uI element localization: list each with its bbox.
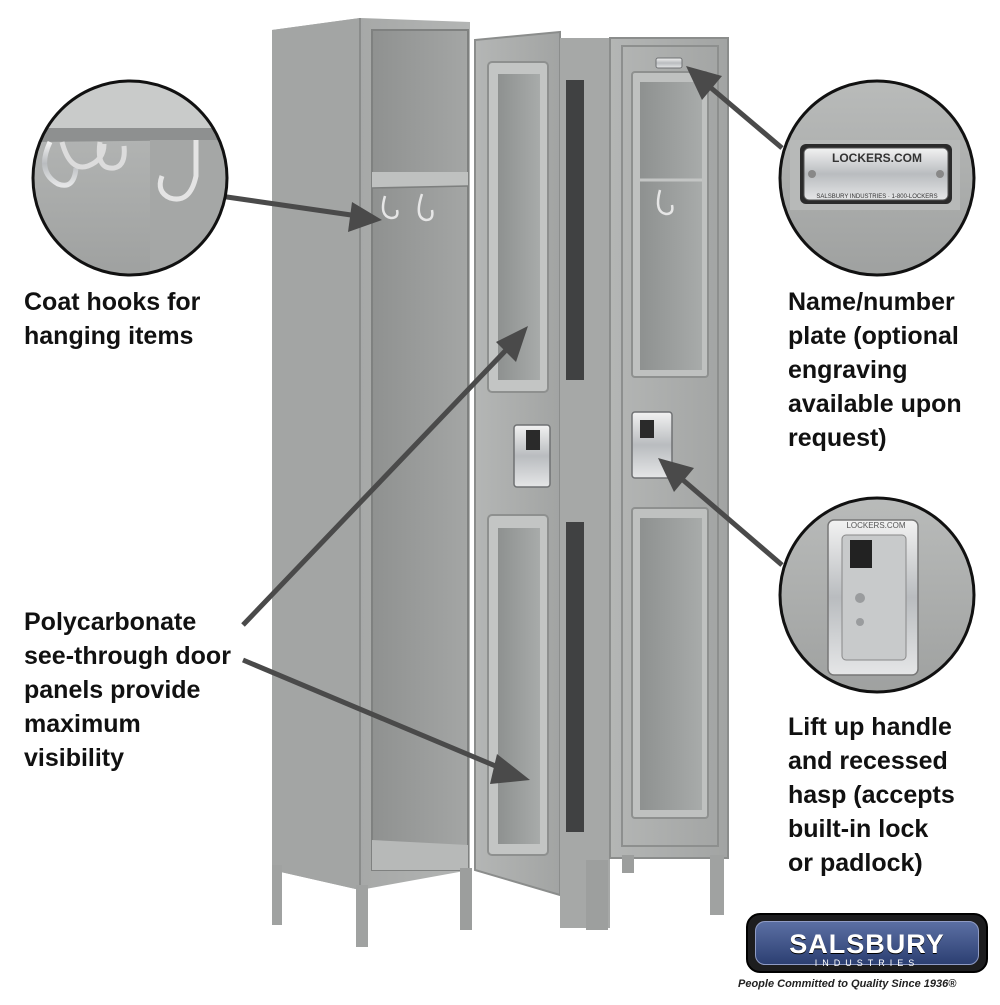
locker-right-unit (609, 37, 729, 915)
logo-brand-text: SALSBURY (789, 929, 945, 959)
locker-left-unit (272, 18, 472, 947)
locker-open-door (474, 30, 561, 897)
polycarbonate-caption: Polycarbonate see-through door panels pr… (24, 608, 231, 772)
plate-brand-text: LOCKERS.COM (832, 151, 922, 165)
name-plate-caption: Name/number plate (optional engraving av… (788, 288, 962, 452)
logo-inner-plate: SALSBURY INDUSTRIES (755, 921, 979, 968)
coat-hooks-caption: Coat hooks for hanging items (24, 288, 201, 350)
name-plate-closeup: LOCKERS.COM SALSBURY INDUSTRIES · 1-800-… (778, 79, 976, 277)
callout-arrows (219, 66, 784, 784)
hasp-brand-text: LOCKERS.COM (846, 521, 905, 530)
salsbury-logo: SALSBURY INDUSTRIES (746, 913, 988, 975)
logo-badge: SALSBURY INDUSTRIES (746, 913, 988, 973)
plate-fine-print: SALSBURY INDUSTRIES · 1-800-LOCKERS (816, 194, 937, 200)
hasp-caption: Lift up handle and recessed hasp (accept… (788, 713, 955, 877)
locker-middle-unit (560, 38, 610, 930)
logo-tagline: People Committed to Quality Since 1936® (738, 978, 957, 990)
logo-subtitle-text: INDUSTRIES (814, 958, 920, 968)
coat-hooks-closeup (31, 79, 229, 277)
hasp-closeup: LOCKERS.COM (778, 496, 976, 694)
